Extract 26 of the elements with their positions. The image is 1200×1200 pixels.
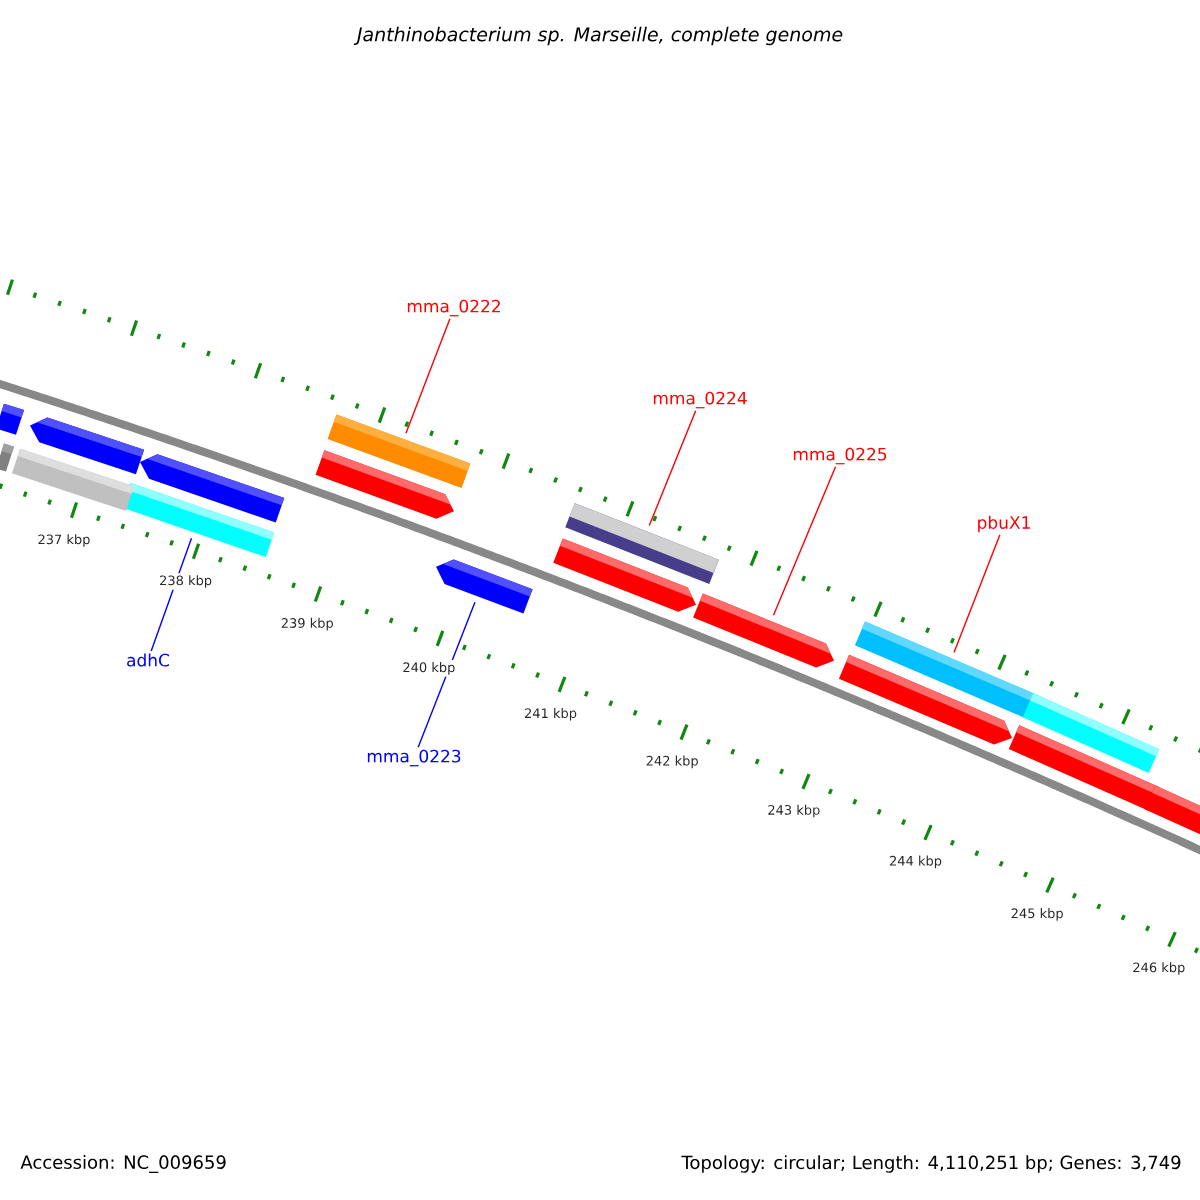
gene-feature — [838, 654, 1012, 745]
leader-line — [417, 601, 476, 748]
gene-feature — [436, 559, 533, 614]
leader-line — [405, 318, 451, 434]
leader-line — [953, 533, 1001, 654]
title: Janthinobacterium sp. Marseille, complete genome — [353, 26, 843, 46]
gene-label: mma_0225 — [793, 447, 887, 465]
gene-feature — [315, 450, 454, 519]
gene-feature — [30, 417, 145, 475]
leader-line — [150, 537, 193, 652]
gene-feature — [1022, 693, 1160, 773]
gene-feature — [0, 403, 24, 435]
gene-feature — [1144, 785, 1200, 837]
genome-summary-text: Topology: circular; Length: 4,110,251 bp; Genes: 3,749 — [681, 1155, 1181, 1173]
gene-feature — [140, 454, 285, 523]
gene-label: pbuX1 — [978, 515, 1030, 533]
leader-line — [772, 466, 837, 616]
gene-feature — [553, 538, 696, 612]
leader-line — [648, 410, 697, 527]
gene-feature — [0, 443, 14, 472]
gene-feature — [693, 593, 834, 668]
gene-label: mma_0223 — [367, 749, 461, 767]
gene-label: mma_0222 — [407, 299, 500, 317]
gene-label: adhC — [127, 653, 169, 667]
gene-label: mma_0224 — [653, 391, 747, 409]
accession-text: Accession: NC_009659 — [20, 1155, 226, 1173]
